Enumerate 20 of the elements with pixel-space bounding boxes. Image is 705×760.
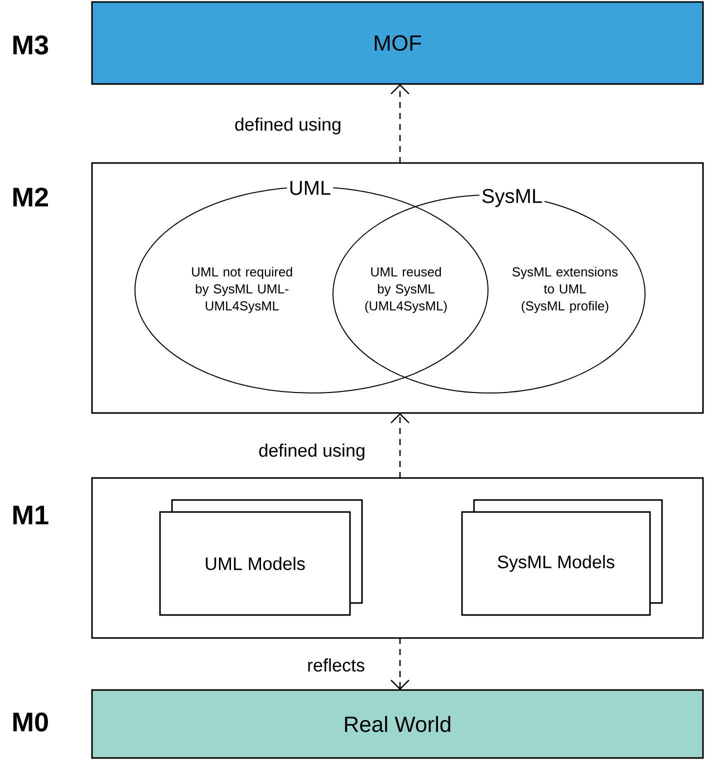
- region-text: UML not required by SysML UML-UML4SysML: [192, 266, 292, 314]
- dashed-arrow: [390, 84, 410, 163]
- layer-frame: [91, 162, 704, 414]
- dashed-arrow: [390, 638, 410, 690]
- level-label: M0: [13, 712, 48, 732]
- set-title: UML: [286, 179, 334, 197]
- region-text: UML reused by SysML (UML4SysML): [365, 266, 447, 314]
- level-box: Real World: [91, 689, 704, 759]
- dashed-arrow: [390, 413, 410, 478]
- level-box: MOF: [91, 1, 704, 85]
- edge-label: reflects: [308, 658, 364, 672]
- region-text: SysML extensions to UML (SysML profile): [512, 266, 618, 314]
- set-title: SysML: [479, 186, 545, 210]
- level-label: M1: [13, 506, 48, 524]
- level-label: M2: [13, 188, 48, 206]
- edge-label: defined using: [259, 444, 364, 460]
- stacked-model-box: SysML Models: [461, 499, 663, 616]
- stacked-model-box: UML Models: [159, 499, 363, 616]
- edge-label: defined using: [235, 118, 340, 134]
- level-label: M3: [13, 35, 48, 55]
